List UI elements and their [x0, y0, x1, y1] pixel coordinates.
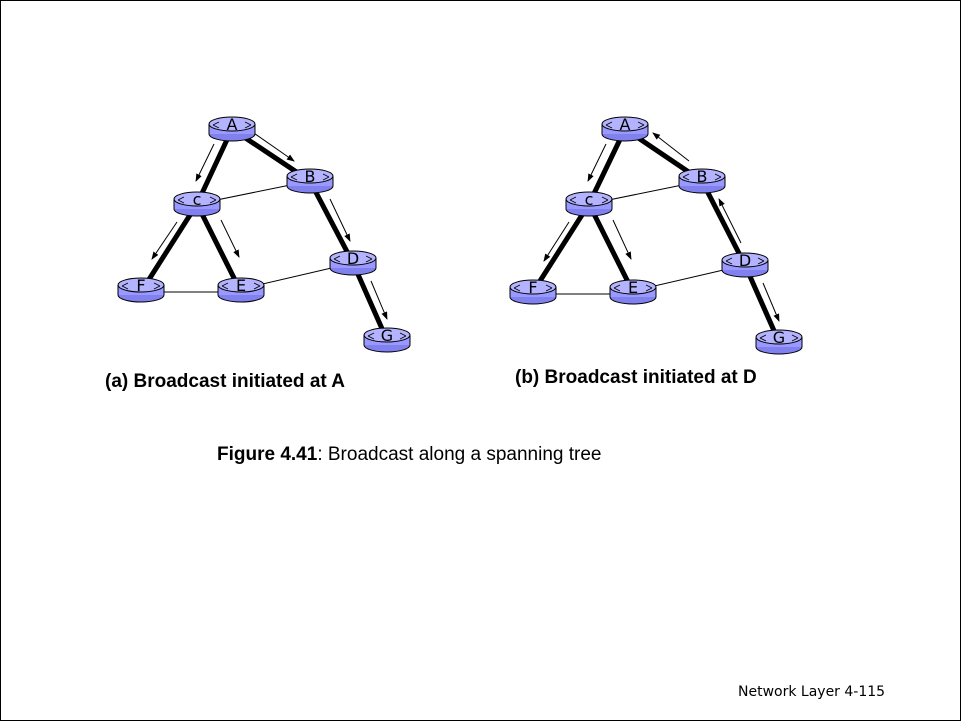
router-g[interactable]: G: [755, 328, 803, 355]
figure-caption: Figure 4.41: Broadcast along a spanning …: [217, 444, 601, 466]
router-e[interactable]: E: [217, 276, 265, 303]
arrow-d-to-g: [762, 282, 780, 322]
arrow-a-to-b: [250, 130, 295, 162]
router-c[interactable]: c: [173, 190, 221, 217]
router-c-label: c: [193, 190, 202, 209]
router-f[interactable]: F: [117, 276, 165, 303]
tree-link-c-f: [530, 201, 592, 295]
slide-footer: Network Layer 4-115: [738, 684, 886, 700]
tree-link-d-g: [742, 262, 782, 345]
diagram-b: A B c D: [509, 115, 803, 355]
router-c-label: c: [585, 190, 594, 209]
tree-link-a-c: [586, 126, 628, 207]
router-a-label: A: [620, 115, 631, 134]
tree-link-c-e: [194, 201, 244, 295]
diagram-b-caption: (b) Broadcast initiated at D: [515, 367, 757, 388]
router-b[interactable]: B: [286, 167, 334, 194]
router-d-label: D: [739, 251, 751, 270]
figure-number: Figure 4.41: [217, 444, 318, 465]
figure-caption-text: : Broadcast along a spanning tree: [317, 444, 602, 465]
router-a-label: A: [227, 115, 238, 134]
router-f-label: F: [136, 276, 145, 295]
router-e-label: E: [628, 278, 638, 297]
arrow-b-to-a: [652, 132, 690, 162]
router-f[interactable]: F: [509, 278, 557, 305]
router-g-label: G: [773, 328, 785, 347]
router-a[interactable]: A: [601, 115, 649, 142]
arrow-a-to-c: [587, 143, 607, 182]
arrow-c-to-e: [220, 219, 240, 258]
diagram-a-caption: (a) Broadcast initiated at A: [105, 371, 346, 392]
arrow-a-to-c: [195, 143, 215, 182]
tree-link-c-e: [586, 201, 636, 295]
tree-link-d-g: [350, 260, 390, 343]
arrow-b-to-d: [329, 198, 351, 242]
router-e[interactable]: E: [609, 278, 657, 305]
arrow-c-to-e: [612, 219, 632, 260]
arrow-c-to-f: [151, 221, 178, 260]
router-f-label: F: [528, 278, 537, 297]
tree-link-b-d: [307, 178, 356, 266]
router-g[interactable]: G: [363, 326, 411, 353]
tree-link-b-d: [699, 178, 748, 268]
router-b-label: B: [697, 167, 708, 186]
router-c[interactable]: c: [565, 190, 613, 217]
router-d[interactable]: D: [721, 251, 769, 278]
arrow-c-to-f: [543, 221, 570, 262]
arrow-d-to-g: [370, 280, 388, 320]
router-a[interactable]: A: [208, 115, 256, 142]
router-b[interactable]: B: [678, 167, 726, 194]
arrow-d-to-b: [718, 198, 742, 244]
router-e-label: E: [236, 276, 246, 295]
router-d[interactable]: D: [329, 249, 377, 276]
tree-link-a-c: [194, 126, 235, 207]
tree-link-c-f: [138, 201, 200, 295]
router-g-label: G: [381, 326, 393, 345]
diagram-a: A B c D: [117, 115, 411, 353]
router-d-label: D: [347, 249, 359, 268]
router-b-label: B: [305, 167, 316, 186]
